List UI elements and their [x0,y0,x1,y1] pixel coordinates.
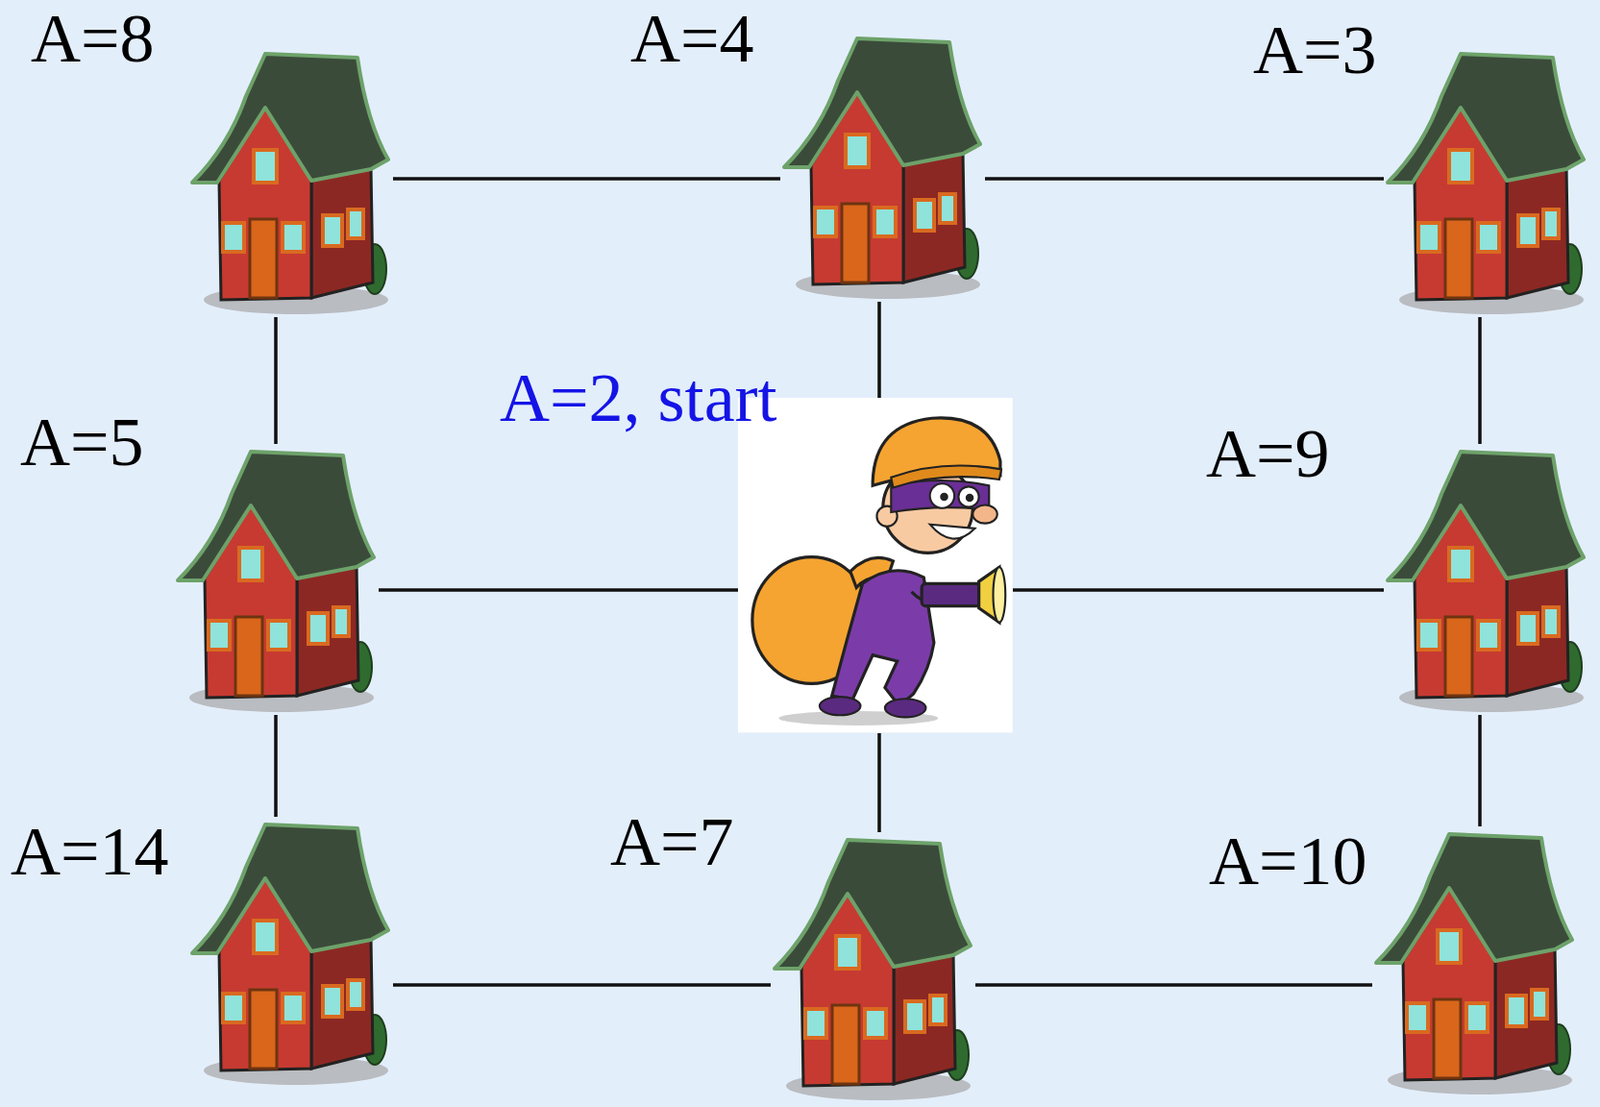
value-label: A=2, start [499,363,778,433]
house [1376,834,1573,1095]
robber-mask [890,480,989,513]
house [192,53,389,315]
value-label: A=7 [610,807,735,877]
robber-eye [958,486,979,507]
robber-shoe [819,696,861,715]
house-node: A=8 [188,46,394,318]
cap-brim [890,466,1002,489]
road-line [273,714,278,817]
house-node: A=4 [780,30,985,302]
robber-shoe [885,698,926,717]
road-line [1477,317,1482,444]
flashlight-lens [993,566,1007,622]
house-node: A=14 [188,816,394,1088]
road-line [975,983,1373,987]
house-node: A=7 [770,832,976,1104]
house-node: A=2, start [738,397,1013,734]
value-label: A=3 [1253,15,1378,85]
house [1387,451,1584,713]
flashlight [921,583,982,606]
value-label: A=9 [1206,418,1330,489]
robber-grin [930,524,976,540]
robber-nose [972,505,997,524]
robber-pupil [939,492,948,501]
house-node: A=5 [173,443,379,715]
road-line [877,301,882,398]
value-label: A=14 [10,816,170,887]
value-label: A=10 [1208,826,1368,896]
value-label: A=4 [630,3,755,74]
road-line [1477,714,1482,827]
robber-body [832,570,935,707]
house [1387,53,1584,315]
robber-frame [738,397,1013,733]
house-node: A=9 [1383,443,1589,715]
value-label: A=5 [20,407,145,477]
road-line [1012,588,1384,592]
road-line [273,317,278,444]
robber-figure [738,397,1013,733]
road-line [984,176,1384,181]
robber-pupil [965,493,974,502]
house-node: A=3 [1383,46,1589,318]
road-line [393,983,771,987]
house [177,451,374,713]
house-node: A=10 [1372,826,1577,1098]
house [784,38,981,299]
road-line [393,176,781,181]
house [774,839,971,1101]
road-line [378,588,739,592]
house [192,824,389,1085]
road-line [877,733,882,833]
value-label: A=8 [30,3,155,74]
robber-eye [930,483,955,508]
